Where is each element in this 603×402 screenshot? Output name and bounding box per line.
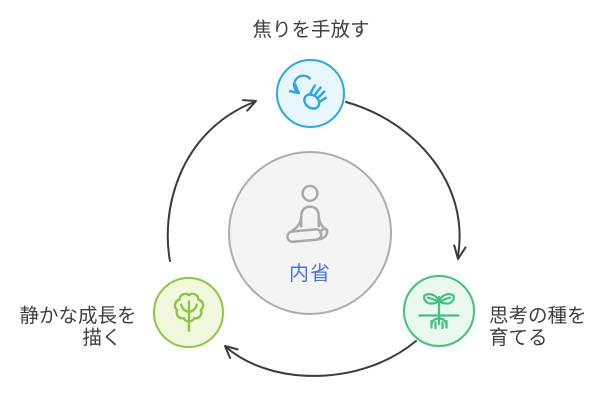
arrow-left-to-top xyxy=(166,99,257,262)
arrow-right-to-left xyxy=(224,340,417,377)
node-left-growth xyxy=(153,277,224,348)
waving-hand-release-icon xyxy=(288,74,327,110)
node-label-left-line2: 描く xyxy=(82,327,122,349)
tree-icon xyxy=(173,292,204,332)
center-label: 内省 xyxy=(289,262,331,285)
node-label-left: 静かな成長を 描く xyxy=(8,305,148,349)
node-label-right-line1: 思考の種を xyxy=(489,305,587,327)
arrow-top-to-right xyxy=(345,101,467,260)
node-right-seed xyxy=(403,275,475,347)
node-top-release xyxy=(276,59,345,128)
node-label-top-line: 焦りを手放す xyxy=(252,19,370,41)
node-label-left-line1: 静かな成長を xyxy=(19,305,137,327)
center-circle-introspection: 内省 xyxy=(228,151,392,315)
node-label-right-line2: 育てる xyxy=(489,327,548,349)
node-label-top: 焦りを手放す xyxy=(161,19,461,41)
meditating-person-icon xyxy=(286,184,329,243)
seedling-with-roots-icon xyxy=(418,293,460,330)
node-label-right: 思考の種を 育てる xyxy=(489,305,603,349)
